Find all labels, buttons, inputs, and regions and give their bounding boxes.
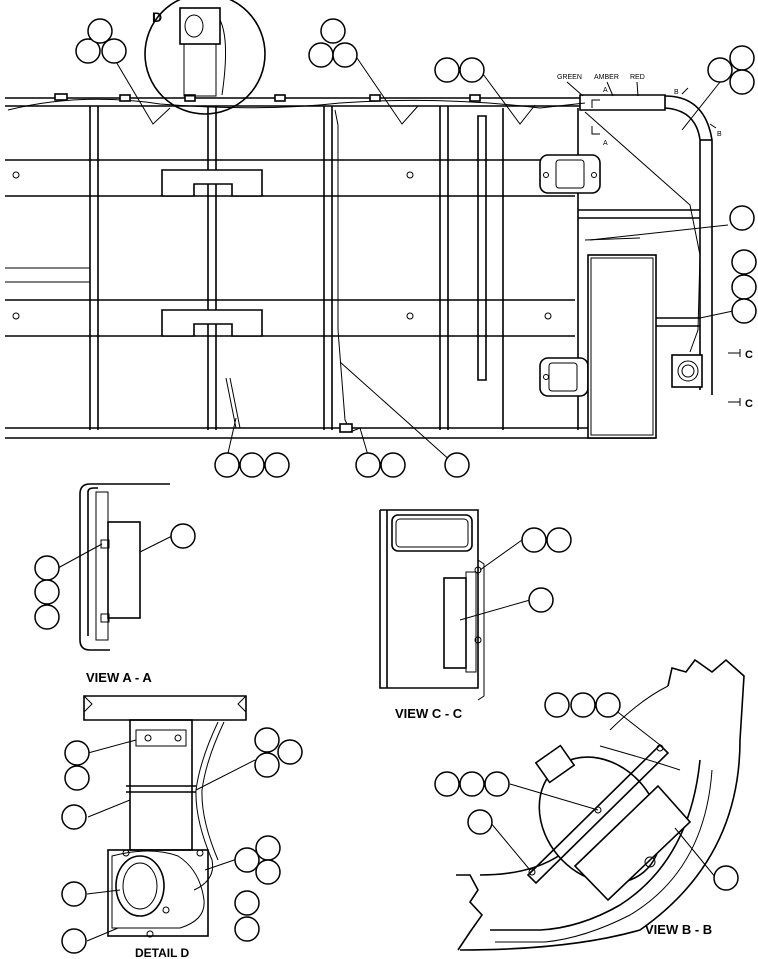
callouts-main — [75, 18, 757, 478]
view-b-b-label: VIEW B - B — [645, 922, 712, 937]
detail-d: DETAIL D — [61, 695, 303, 959]
view-c-c-label: VIEW C - C — [395, 706, 463, 721]
section-c-top: C — [745, 349, 753, 361]
wire-label-red: RED — [630, 74, 645, 81]
detail-d-label: DETAIL D — [135, 946, 190, 959]
lamp-upper — [539, 154, 601, 194]
view-a-a-label: VIEW A - A — [86, 670, 152, 685]
section-c-bottom: C — [745, 398, 753, 410]
section-a-bottom: A — [603, 140, 608, 147]
view-c-c: VIEW C - C — [379, 509, 572, 721]
detail-d-marker: D — [152, 9, 162, 25]
lamp-lower — [539, 357, 589, 397]
view-b-b: VIEW B - B — [434, 658, 745, 951]
main-frame-view: GREEN AMBER RED A A B B C C D — [5, 0, 753, 463]
section-b-bottom: B — [717, 131, 722, 138]
section-b-top: B — [674, 89, 679, 96]
section-a-top: A — [603, 87, 608, 94]
wire-label-green: GREEN — [557, 74, 582, 81]
view-a-a: VIEW A - A — [34, 483, 196, 685]
wire-label-amber: AMBER — [594, 74, 619, 81]
